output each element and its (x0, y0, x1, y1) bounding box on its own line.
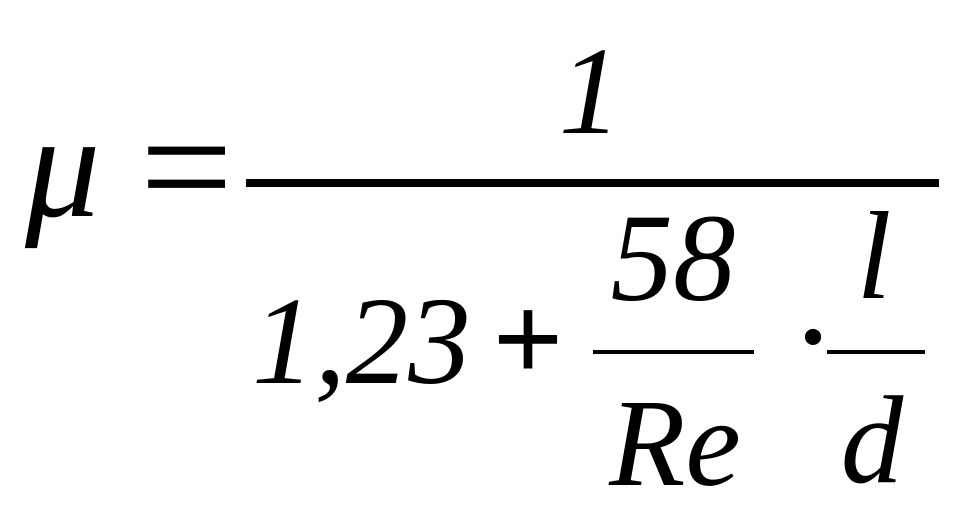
frac2-denominator: d (841, 372, 904, 510)
denominator-constant: 1,23 (252, 273, 471, 411)
times-dot: · (796, 281, 829, 392)
frac1-numerator: 58 (611, 190, 736, 328)
equals-sign: = (140, 75, 233, 258)
frac1-denominator: Re (608, 375, 741, 513)
lhs-mu-symbol: μ (24, 83, 100, 249)
frac2-numerator: l (857, 188, 892, 326)
numerator-one: 1 (559, 23, 622, 161)
plus-sign: + (492, 271, 563, 409)
